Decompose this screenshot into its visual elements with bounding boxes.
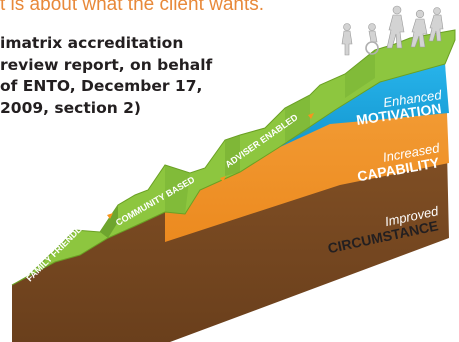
headline: t is about what the client wants. [0, 0, 265, 15]
quote-line: of ENTO, December 17, [0, 77, 203, 95]
step-riser [225, 135, 240, 176]
arrow-icon [308, 113, 314, 119]
people-figures [341, 5, 444, 56]
motivation-band [278, 64, 449, 148]
quote-line: 2009, section 2) [0, 98, 142, 117]
step-riser [285, 95, 310, 142]
person-icon [341, 23, 353, 56]
step-arrows [107, 113, 314, 219]
top-surface [11, 29, 456, 286]
step-riser [100, 205, 118, 238]
quote-line: review report, on behalf [0, 55, 213, 74]
arrow-icon [220, 176, 226, 182]
arrow-icon [107, 213, 113, 219]
step-riser [165, 165, 190, 214]
person-icon [428, 7, 444, 42]
wheelchair-user-icon [365, 23, 379, 55]
step-riser [345, 50, 375, 98]
person-icon [386, 5, 405, 49]
quote-text: imatrix accreditation review report, on … [0, 33, 213, 119]
quote-line: imatrix accreditation [0, 34, 184, 52]
person-icon [410, 9, 428, 48]
